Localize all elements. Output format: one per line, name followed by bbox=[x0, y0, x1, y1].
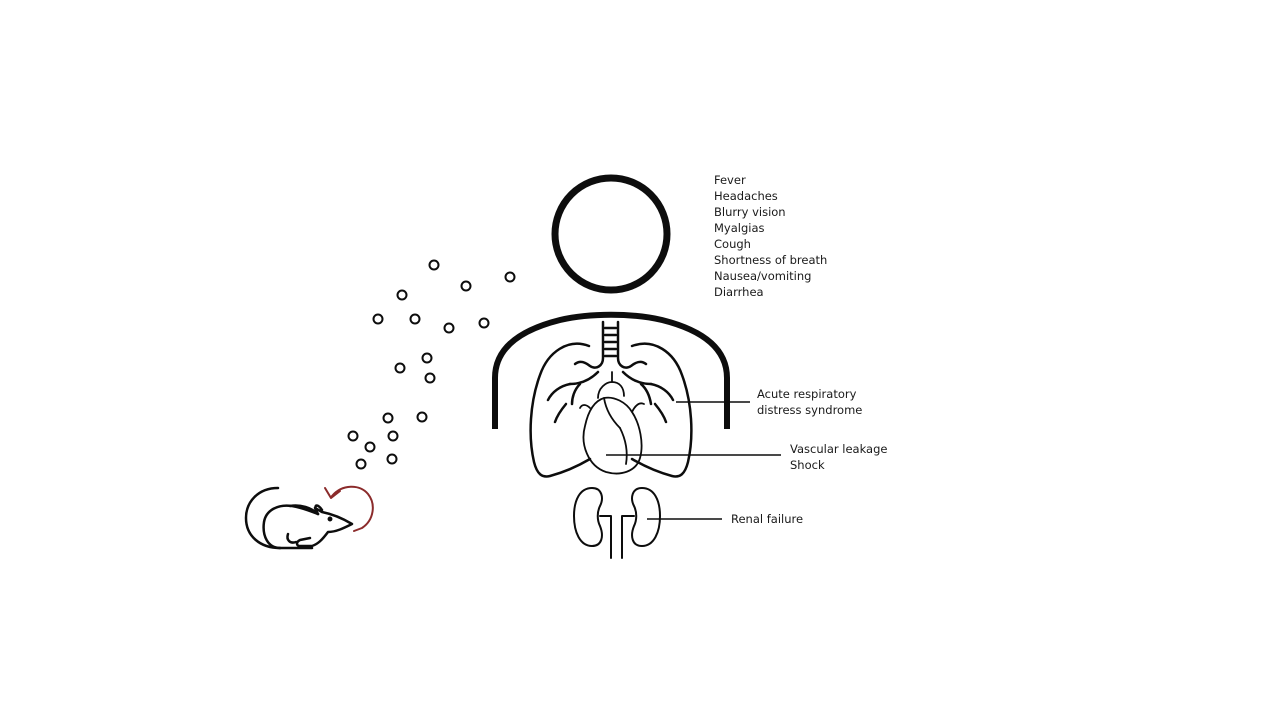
kidneys-complication-label: Renal failure bbox=[731, 511, 803, 527]
symptom-item: Fever bbox=[714, 173, 746, 187]
vascular-complication-line1: Vascular leakage bbox=[790, 442, 888, 456]
lungs-complication-line1: Acute respiratory bbox=[757, 387, 857, 401]
symptom-item: Myalgias bbox=[714, 221, 765, 235]
leader-lines bbox=[606, 401, 781, 520]
symptom-item: Cough bbox=[714, 237, 751, 251]
rodent-icon bbox=[244, 486, 354, 550]
circular-arrow-icon bbox=[324, 485, 374, 532]
symptom-item: Nausea/vomiting bbox=[714, 269, 812, 283]
person-outline-icon bbox=[492, 174, 730, 429]
symptom-item: Diarrhea bbox=[714, 285, 764, 299]
symptom-item: Shortness of breath bbox=[714, 253, 828, 267]
symptom-list: Fever Headaches Blurry vision Myalgias C… bbox=[714, 172, 827, 300]
torso-outline bbox=[492, 311, 730, 429]
heart-icon bbox=[579, 371, 645, 475]
head-icon bbox=[551, 174, 671, 294]
lungs-complication-label: Acute respiratory distress syndrome bbox=[757, 386, 862, 418]
kidneys-complication-line1: Renal failure bbox=[731, 512, 804, 526]
lungs-complication-line2: distress syndrome bbox=[757, 403, 863, 417]
kidneys-icon bbox=[573, 487, 661, 559]
vascular-complication-label: Vascular leakage Shock bbox=[790, 441, 887, 473]
vascular-complication-line2: Shock bbox=[790, 458, 825, 472]
symptom-item: Headaches bbox=[714, 189, 778, 203]
virus-particle-icon bbox=[347, 259, 516, 470]
lungs-icon bbox=[529, 320, 693, 478]
symptom-item: Blurry vision bbox=[714, 205, 786, 219]
